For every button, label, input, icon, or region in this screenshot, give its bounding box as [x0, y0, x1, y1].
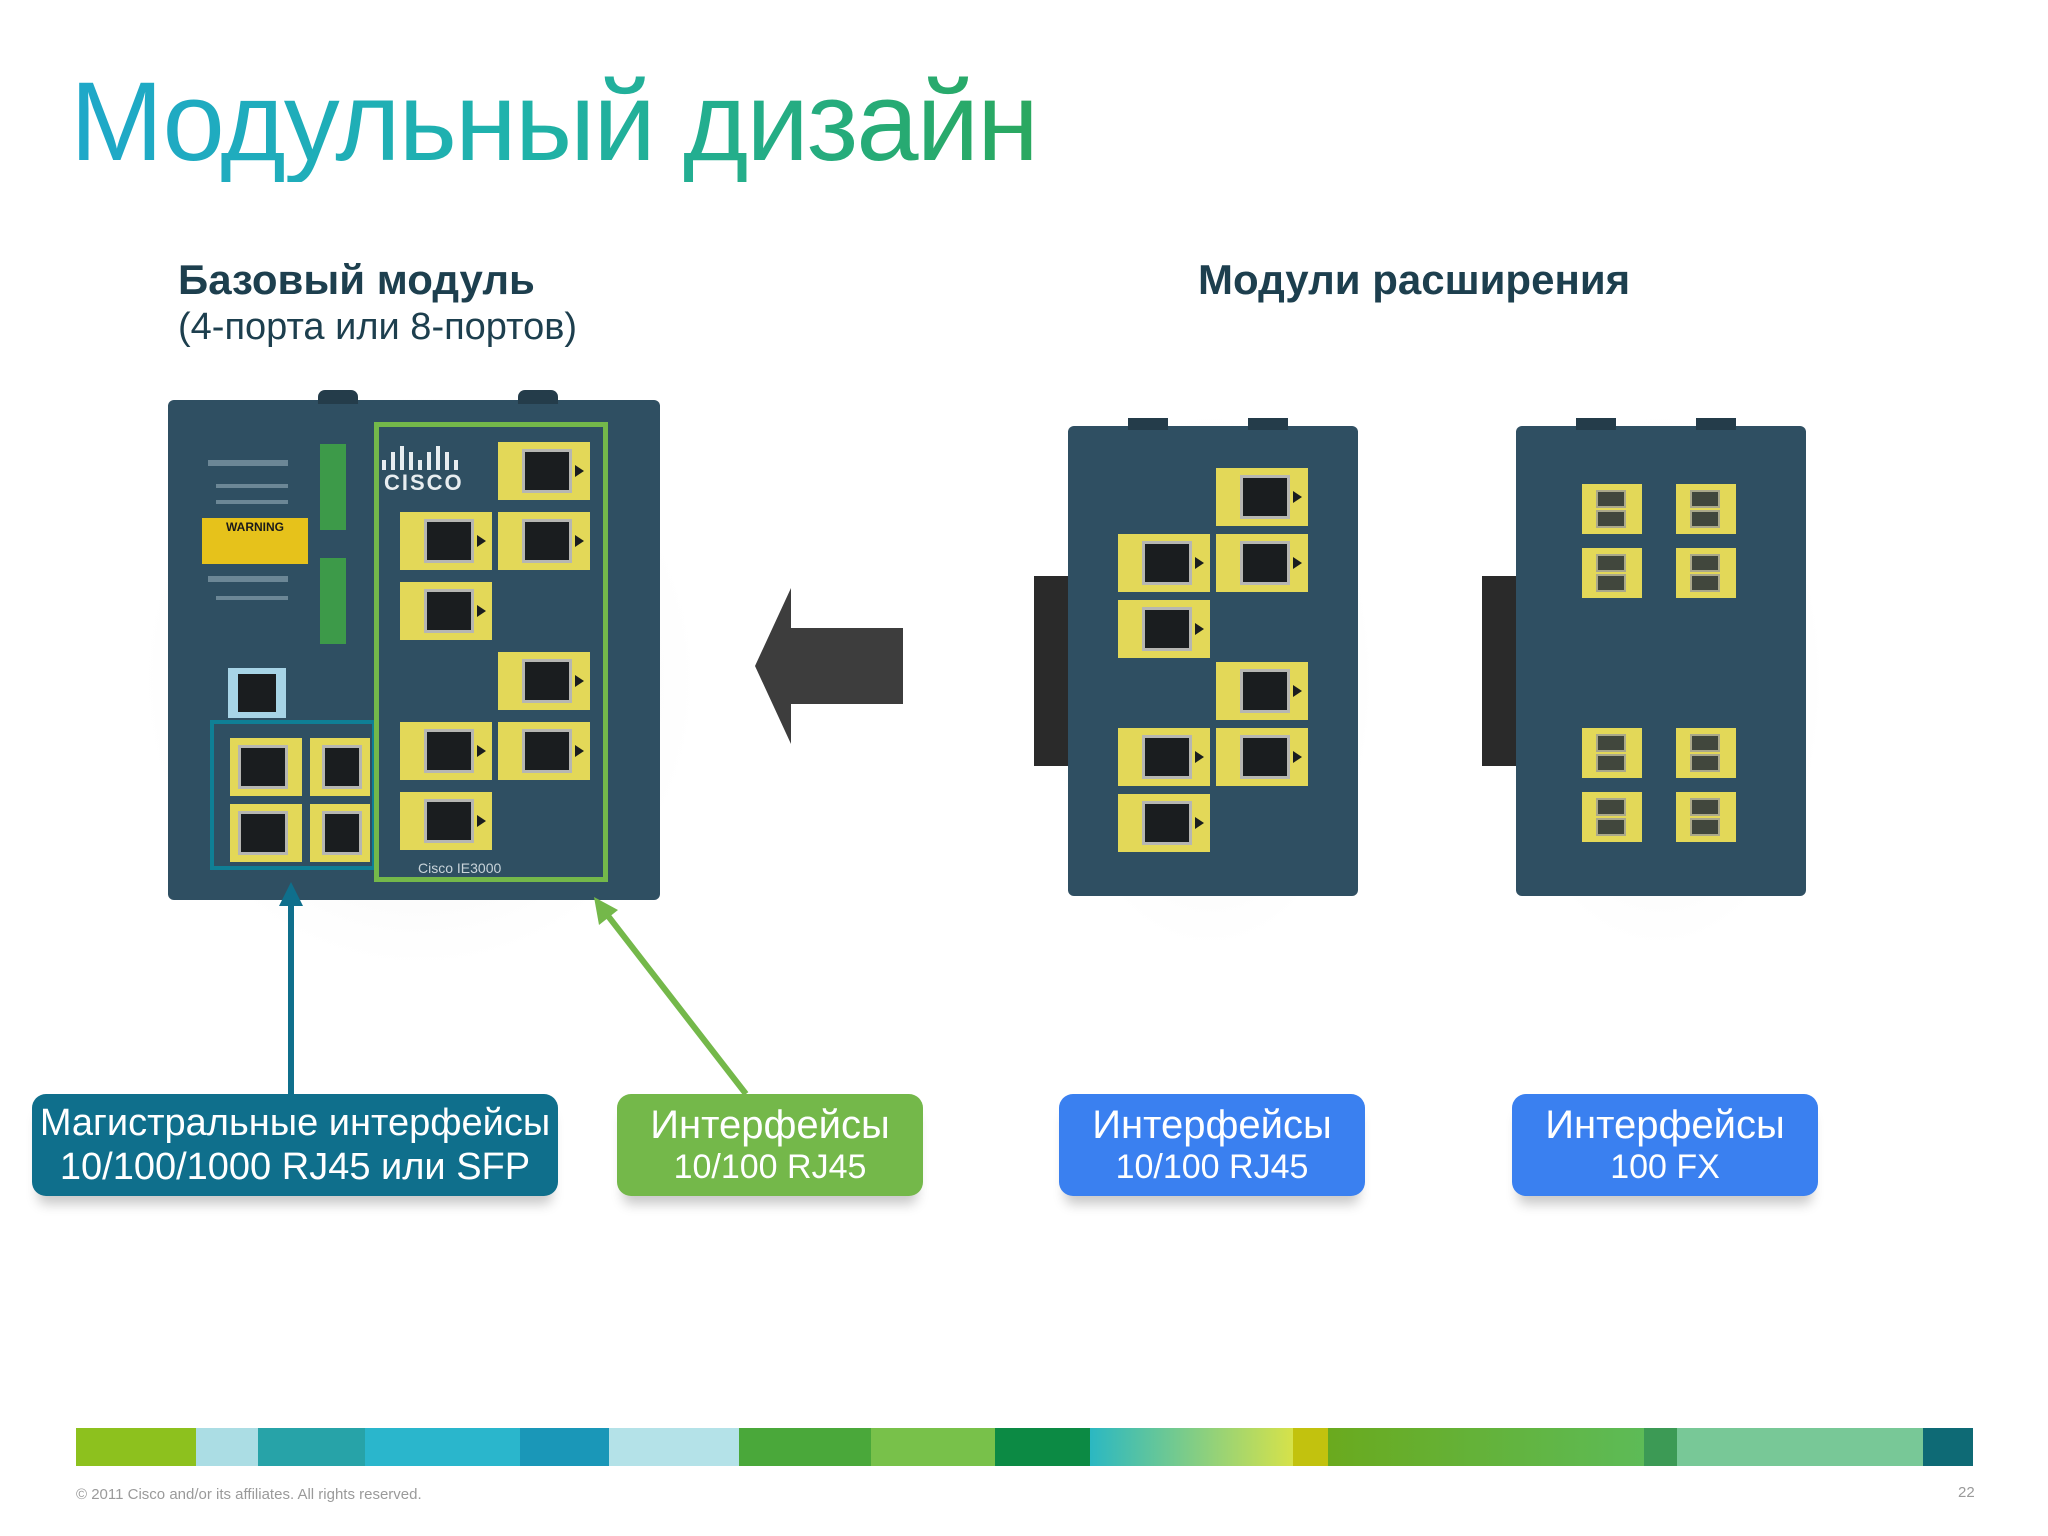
- callout-uplink: Магистральные интерфейсы 10/100/1000 RJ4…: [32, 1094, 558, 1196]
- console-port: [228, 668, 286, 718]
- rj45-port: [1216, 662, 1308, 720]
- side-connector: [1034, 576, 1068, 766]
- rj45-port: [400, 792, 492, 850]
- base-module-subheading: (4-порта или 8-портов): [178, 306, 578, 348]
- fiber-port: [1582, 484, 1642, 534]
- callout-fx-line1: Интерфейсы: [1545, 1103, 1785, 1147]
- fiber-port: [1582, 548, 1642, 598]
- slide-title: Модульный дизайн: [70, 59, 1039, 184]
- sfp-port: [310, 804, 370, 862]
- base-module-heading: Базовый модуль: [178, 256, 535, 303]
- rj45-port: [498, 442, 590, 500]
- fiber-port: [1676, 484, 1736, 534]
- callout-fx-expansion: Интерфейсы 100 FX: [1512, 1094, 1818, 1196]
- decorative-color-band: [76, 1428, 1973, 1466]
- rj45-port: [1118, 728, 1210, 786]
- rj45-port: [400, 512, 492, 570]
- rj45-port: [400, 582, 492, 640]
- callout-downlink-line1: Интерфейсы: [650, 1103, 890, 1147]
- arrow-left-icon: [755, 588, 903, 744]
- rj45-expansion-module: [1034, 418, 1358, 896]
- callout-rj45-line2: 10/100 RJ45: [1115, 1148, 1309, 1186]
- downlink-connector-line: [602, 910, 749, 1096]
- fiber-port: [1676, 728, 1736, 778]
- callout-uplink-line1: Магистральные интерфейсы: [39, 1102, 551, 1144]
- rj45-port: [498, 512, 590, 570]
- rj45-port: [400, 722, 492, 780]
- rj45-port: [498, 652, 590, 710]
- fiber-port: [1582, 792, 1642, 842]
- callout-rj45-line1: Интерфейсы: [1092, 1103, 1332, 1147]
- rj45-port: [1216, 728, 1308, 786]
- fx-expansion-module: [1482, 418, 1806, 896]
- rj45-port: [1118, 794, 1210, 852]
- rj45-port: [1216, 468, 1308, 526]
- cisco-logo: [382, 440, 462, 470]
- rj45-port: [498, 722, 590, 780]
- cisco-wordmark: CISCO: [384, 470, 464, 495]
- callout-downlink-line2: 10/100 RJ45: [673, 1148, 867, 1186]
- base-module-device: WARNING CISCO Cisco IE3000: [168, 390, 660, 900]
- power-terminal-b: [320, 558, 346, 644]
- callout-fx-line2: 100 FX: [1610, 1148, 1720, 1186]
- fiber-port: [1676, 548, 1736, 598]
- callout-downlink: Интерфейсы 10/100 RJ45: [617, 1094, 923, 1196]
- rj45-port: [1118, 600, 1210, 658]
- rj45-port: [1216, 534, 1308, 592]
- fiber-port: [1676, 792, 1736, 842]
- uplink-arrowhead: [279, 882, 303, 906]
- sfp-port: [310, 738, 370, 796]
- downlink-highlight-box: [374, 422, 608, 882]
- callout-rj45-expansion: Интерфейсы 10/100 RJ45: [1059, 1094, 1365, 1196]
- uplink-rj45-port: [230, 738, 302, 796]
- downlink-arrowhead: [594, 897, 618, 925]
- fiber-port: [1582, 728, 1642, 778]
- side-connector: [1482, 576, 1516, 766]
- expansion-modules-heading: Модули расширения: [1198, 256, 1631, 303]
- uplink-rj45-port: [230, 804, 302, 862]
- warning-label: WARNING: [202, 518, 308, 564]
- callout-uplink-line2: 10/100/1000 RJ45 или SFP: [59, 1146, 531, 1188]
- page-number: 22: [1958, 1484, 1975, 1501]
- power-terminal-a: [320, 444, 346, 530]
- copyright-footer: © 2011 Cisco and/or its affiliates. All …: [76, 1486, 422, 1503]
- model-label: Cisco IE3000: [418, 860, 502, 876]
- rj45-port: [1118, 534, 1210, 592]
